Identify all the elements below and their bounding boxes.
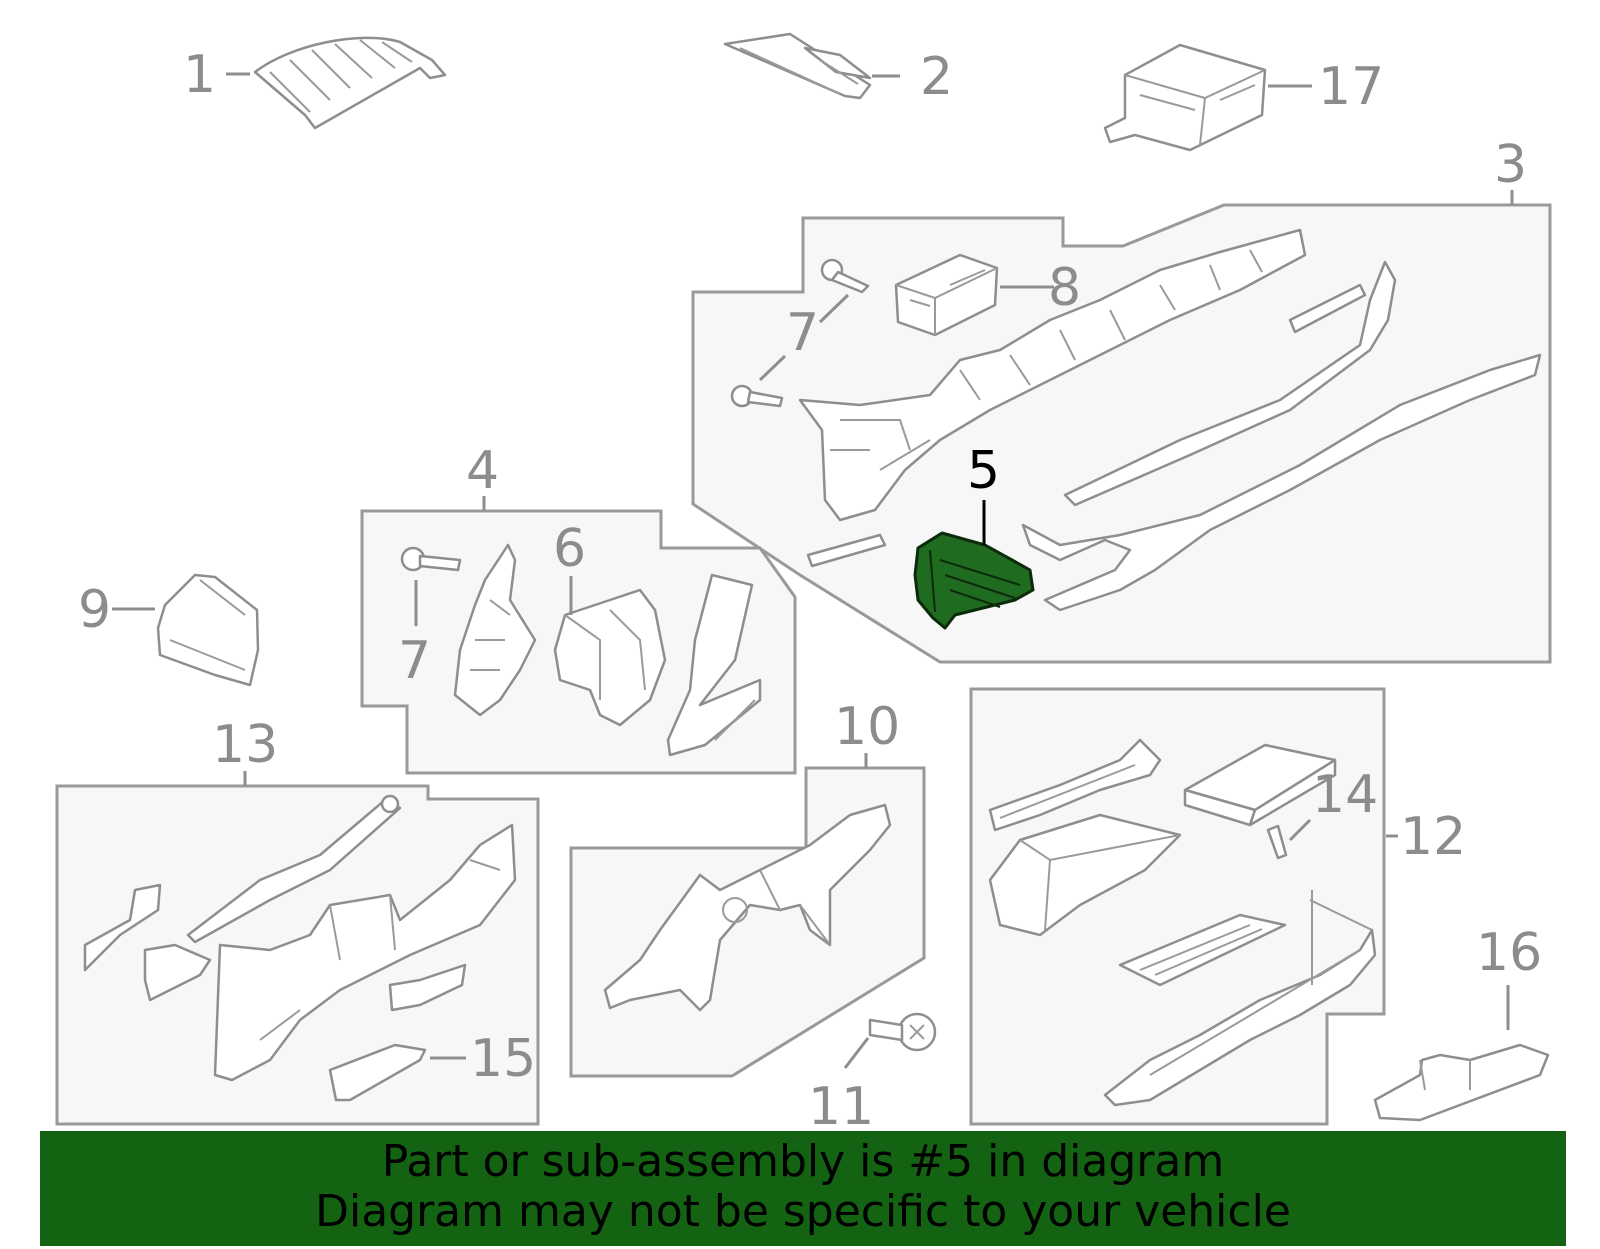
part-3-small-strip [806, 533, 887, 568]
part-12-glovebox-bin [988, 813, 1182, 937]
callout-12: 12 [1400, 807, 1466, 867]
callout-5-highlighted: 5 [967, 441, 1000, 501]
banner-line-1: Part or sub-assembly is #5 in diagram [381, 1136, 1225, 1187]
part-12-airbag-module [1183, 743, 1337, 827]
callout-9: 9 [78, 580, 111, 640]
part-6-duct [553, 588, 667, 727]
part-13-clip [143, 943, 212, 1002]
part-2-trim [723, 32, 872, 100]
callout-16: 16 [1476, 923, 1542, 983]
callout-15: 15 [470, 1029, 536, 1089]
callout-13: 13 [212, 715, 278, 775]
callout-2: 2 [920, 47, 953, 107]
part-15-latch [328, 1043, 427, 1102]
part-5-air-vent-highlighted [913, 531, 1035, 630]
part-3-lower-panel [1021, 353, 1542, 612]
part-13-bracket-left [83, 883, 162, 972]
part-13-glovebox-frame [213, 823, 517, 1082]
part-7-screw-lower [730, 384, 784, 408]
part-8-bracket [894, 253, 999, 337]
part-10-bracket [603, 803, 892, 1012]
callout-7-lower: 7 [398, 631, 431, 691]
info-banner: Part or sub-assembly is #5 in diagram Di… [40, 1131, 1566, 1246]
part-4-bracket [453, 543, 537, 717]
callout-4: 4 [466, 441, 499, 501]
callout-14: 14 [1312, 765, 1378, 825]
part-1-cover [253, 36, 447, 130]
part-3-trim-panel [1063, 260, 1397, 507]
callout-17: 17 [1318, 57, 1384, 117]
part-9-panel [156, 573, 260, 687]
callout-7-upper: 7 [786, 303, 819, 363]
callout-11: 11 [808, 1077, 874, 1137]
banner-line-2: Diagram may not be specific to your vehi… [315, 1186, 1291, 1237]
callout-10: 10 [834, 697, 900, 757]
part-11-fastener [868, 1012, 937, 1052]
callout-6: 6 [553, 519, 586, 579]
part-13-rail [186, 794, 402, 944]
part-12-lid [1103, 890, 1377, 1107]
part-7-screw-group4 [400, 546, 462, 572]
part-12-rail [988, 738, 1162, 832]
part-16-bracket [1373, 1043, 1550, 1122]
part-3-dash-frame [798, 228, 1307, 522]
part-12-tray [1118, 913, 1287, 987]
callout-8: 8 [1048, 258, 1081, 318]
part-17-module [1103, 43, 1267, 152]
part-7-screw-upper [820, 258, 870, 294]
part-14-pin [1266, 824, 1288, 860]
callout-3: 3 [1494, 135, 1527, 195]
callout-1: 1 [183, 45, 216, 105]
part-4-trim [666, 573, 762, 757]
leader-lines [112, 72, 1514, 1069]
part-13-small-clip [388, 963, 467, 1012]
